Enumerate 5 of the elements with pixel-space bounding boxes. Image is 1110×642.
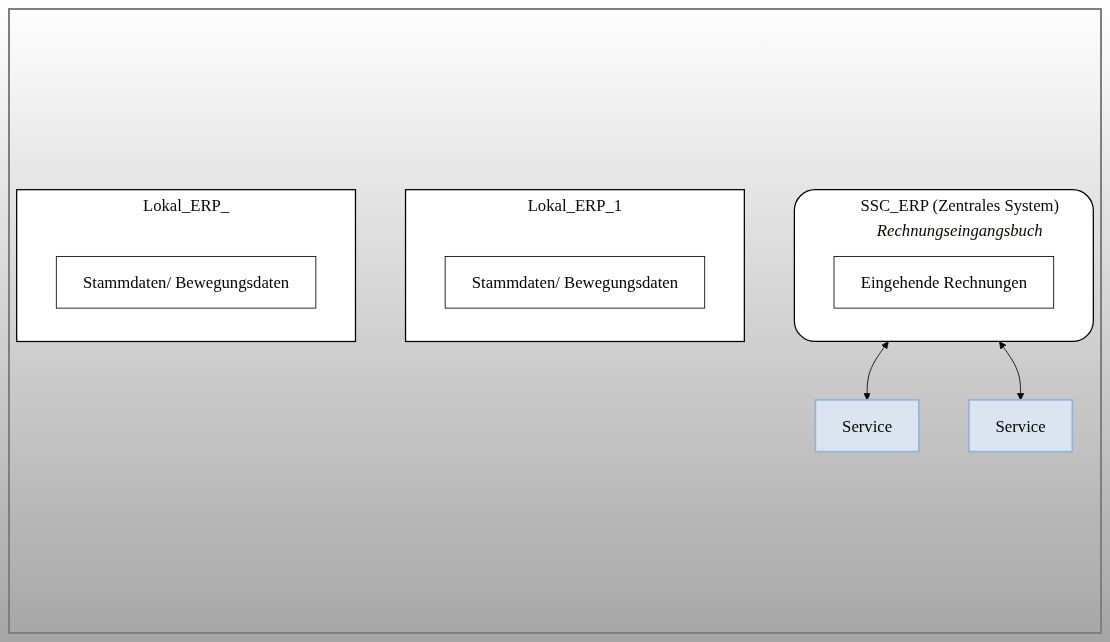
node-box: Stammdaten/ Bewegungsdaten bbox=[55, 256, 317, 309]
node-box: Service bbox=[814, 399, 920, 453]
node-box: Service bbox=[968, 399, 1074, 453]
node-box: Stammdaten/ Bewegungsdaten bbox=[444, 256, 706, 309]
node-box: Eingehende Rechnungen bbox=[833, 256, 1055, 309]
